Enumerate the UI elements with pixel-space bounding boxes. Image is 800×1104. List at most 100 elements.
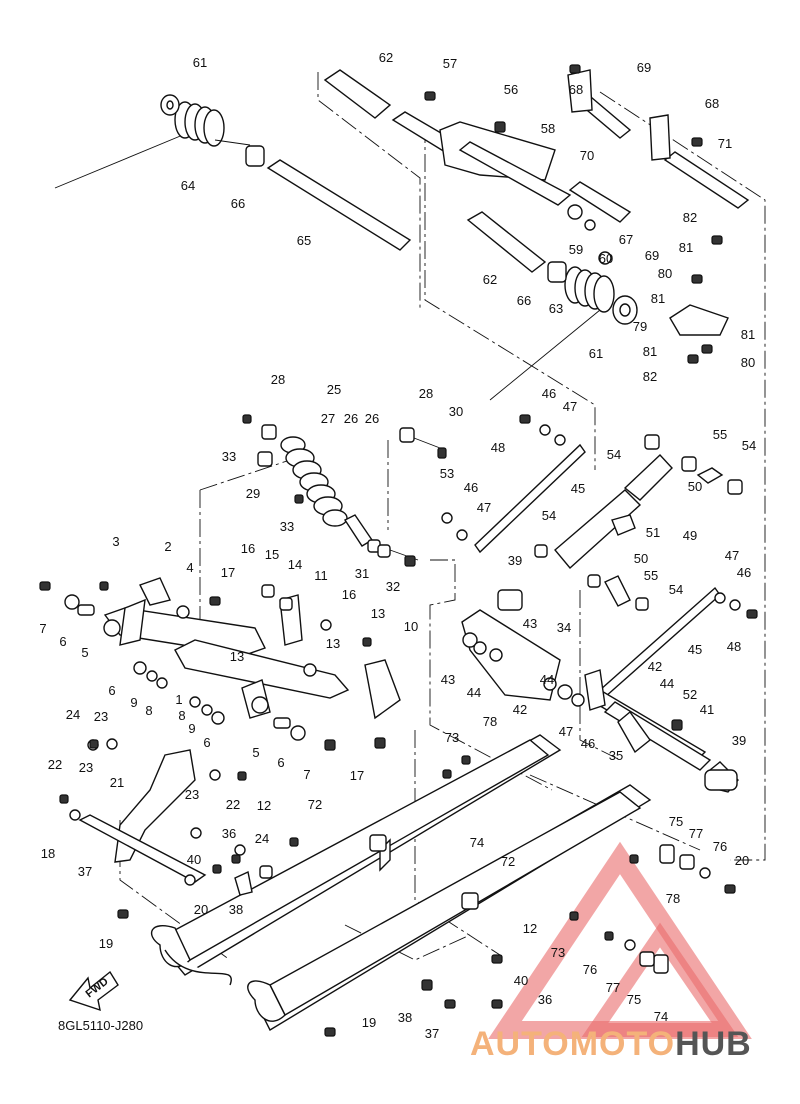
callout-label: 76 bbox=[583, 962, 597, 977]
callout-label: 70 bbox=[580, 148, 594, 163]
callout-label: 72 bbox=[308, 797, 322, 812]
callout-label: 67 bbox=[619, 232, 633, 247]
callout-label: 45 bbox=[688, 642, 702, 657]
callout-label: 57 bbox=[443, 56, 457, 71]
callout-label: 6 bbox=[203, 735, 210, 750]
callout-label: 81 bbox=[643, 344, 657, 359]
callout-label: 81 bbox=[679, 240, 693, 255]
watermark-part1: AUTOMOTO bbox=[470, 1025, 675, 1063]
callout-label: 54 bbox=[669, 582, 683, 597]
callout-label: 44 bbox=[540, 672, 554, 687]
callout-label: 46 bbox=[581, 736, 595, 751]
callout-label: 9 bbox=[188, 721, 195, 736]
callout-label: 82 bbox=[683, 210, 697, 225]
fwd-arrow-icon: FWD bbox=[68, 970, 119, 1012]
callout-label: 43 bbox=[441, 672, 455, 687]
callout-label: 13 bbox=[326, 636, 340, 651]
callout-label: 47 bbox=[725, 548, 739, 563]
callout-label: 18 bbox=[41, 846, 55, 861]
callout-label: 82 bbox=[643, 369, 657, 384]
callout-label: 23 bbox=[185, 787, 199, 802]
callout-label: 60 bbox=[599, 251, 613, 266]
watermark-logo bbox=[488, 841, 752, 1039]
callout-label: 81 bbox=[741, 327, 755, 342]
callout-label: 40 bbox=[514, 973, 528, 988]
callout-label: 72 bbox=[501, 854, 515, 869]
callout-label: 77 bbox=[606, 980, 620, 995]
callout-label: 62 bbox=[379, 50, 393, 65]
callout-label: 12 bbox=[257, 798, 271, 813]
callout-label: 65 bbox=[297, 233, 311, 248]
callout-label: 39 bbox=[732, 733, 746, 748]
callout-label: 17 bbox=[221, 565, 235, 580]
callout-label: 69 bbox=[645, 248, 659, 263]
callout-label: 6 bbox=[59, 634, 66, 649]
callout-label: 31 bbox=[355, 566, 369, 581]
callout-label: 12 bbox=[523, 921, 537, 936]
callout-label: 50 bbox=[634, 551, 648, 566]
callout-label: 22 bbox=[226, 797, 240, 812]
callout-label: 38 bbox=[398, 1010, 412, 1025]
callout-label: 75 bbox=[627, 992, 641, 1007]
callout-label: 46 bbox=[737, 565, 751, 580]
callout-label: 58 bbox=[541, 121, 555, 136]
callout-label: 51 bbox=[646, 525, 660, 540]
callout-label: 73 bbox=[445, 730, 459, 745]
callout-label: 47 bbox=[559, 724, 573, 739]
callout-label: 37 bbox=[78, 864, 92, 879]
callout-label: 48 bbox=[491, 440, 505, 455]
callout-label: 9 bbox=[130, 695, 137, 710]
callout-label: 23 bbox=[79, 760, 93, 775]
callout-label: 66 bbox=[517, 293, 531, 308]
callout-label: 42 bbox=[648, 659, 662, 674]
slider-blocks bbox=[617, 710, 738, 974]
callout-label: 6 bbox=[277, 755, 284, 770]
callout-label: 24 bbox=[66, 707, 80, 722]
callout-label: 8 bbox=[145, 703, 152, 718]
callout-label: 73 bbox=[551, 945, 565, 960]
callout-label: 81 bbox=[651, 291, 665, 306]
callout-label: 66 bbox=[231, 196, 245, 211]
callout-label: 78 bbox=[483, 714, 497, 729]
callout-label: 23 bbox=[94, 709, 108, 724]
skid-frame-right bbox=[247, 784, 652, 1031]
callout-label: 68 bbox=[705, 96, 719, 111]
callout-label: 62 bbox=[483, 272, 497, 287]
callout-label: 55 bbox=[644, 568, 658, 583]
callout-label: 19 bbox=[99, 936, 113, 951]
callout-label: 61 bbox=[589, 346, 603, 361]
callout-label: 15 bbox=[265, 547, 279, 562]
callout-label: 35 bbox=[609, 748, 623, 763]
callout-label: 76 bbox=[713, 839, 727, 854]
callout-label: 46 bbox=[542, 386, 556, 401]
callout-label: 13 bbox=[371, 606, 385, 621]
callout-label: 68 bbox=[569, 82, 583, 97]
callout-label: 48 bbox=[727, 639, 741, 654]
callout-label: 80 bbox=[658, 266, 672, 281]
front-stopper-arm bbox=[69, 738, 273, 896]
callout-label: 53 bbox=[440, 466, 454, 481]
callout-label: 43 bbox=[523, 616, 537, 631]
callout-label: 28 bbox=[419, 386, 433, 401]
callout-label: 42 bbox=[513, 702, 527, 717]
callout-label: 30 bbox=[449, 404, 463, 419]
callout-label: 8 bbox=[178, 708, 185, 723]
callout-label: 28 bbox=[271, 372, 285, 387]
callout-label: 37 bbox=[425, 1026, 439, 1041]
callout-label: 1 bbox=[175, 692, 182, 707]
diagram-code: 8GL5110-J280 bbox=[58, 1018, 143, 1033]
callout-label: 22 bbox=[48, 757, 62, 772]
callout-label: 10 bbox=[404, 619, 418, 634]
callout-label: 7 bbox=[39, 621, 46, 636]
callout-label: 71 bbox=[718, 136, 732, 151]
callout-label: 17 bbox=[350, 768, 364, 783]
callout-label: 55 bbox=[713, 427, 727, 442]
callout-label: 38 bbox=[229, 902, 243, 917]
callout-label: 33 bbox=[222, 449, 236, 464]
front-arm-assembly bbox=[64, 577, 401, 741]
skid-frame-left bbox=[150, 734, 562, 986]
callout-label: 75 bbox=[669, 814, 683, 829]
callout-label: 50 bbox=[688, 479, 702, 494]
callout-label: 14 bbox=[288, 557, 302, 572]
callout-label: 36 bbox=[538, 992, 552, 1007]
